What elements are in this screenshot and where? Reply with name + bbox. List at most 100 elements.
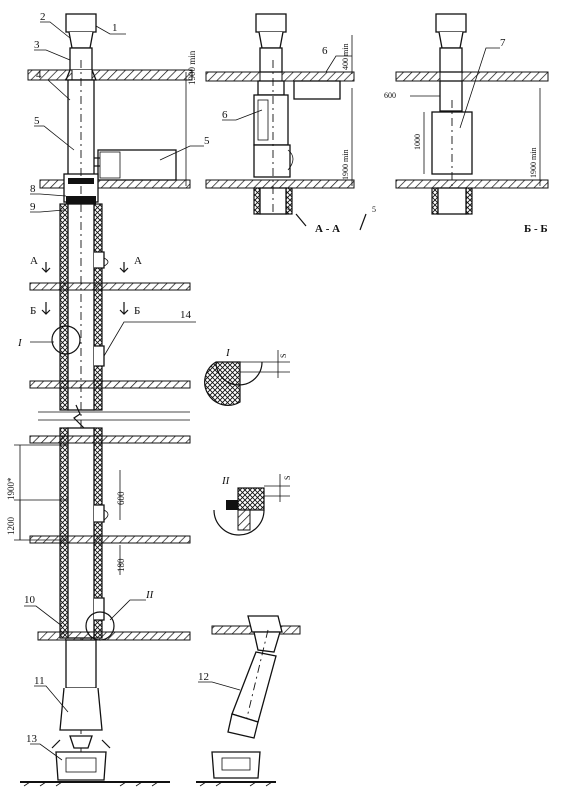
- inlet-14: [94, 345, 105, 367]
- bin-handle-right: [101, 739, 111, 749]
- inlet-a-arc: [103, 257, 109, 267]
- aa-head-taper: [258, 31, 284, 49]
- inlet-bottom: [94, 597, 105, 621]
- leader-5a: [34, 125, 75, 151]
- dim-1900min-a: 1900 min: [187, 50, 197, 85]
- inlet-lower: [94, 504, 105, 523]
- aa-roof-slab-right: [281, 71, 355, 82]
- label-section-a2: А: [134, 255, 142, 267]
- leader-1: [95, 25, 126, 35]
- inclined-chute-12: 12: [196, 615, 301, 787]
- aa-box-6: [293, 80, 341, 100]
- label-1: 1: [112, 22, 118, 34]
- leader-14: [103, 321, 196, 357]
- leader-2: [40, 21, 71, 39]
- leader-6b: [222, 109, 263, 121]
- detail-i-insulation: [204, 361, 241, 406]
- label-aa-right: 5: [372, 205, 376, 214]
- label-section-a1: А: [30, 255, 38, 267]
- label-section-b1: Б: [30, 305, 36, 317]
- aa-chamber: [253, 144, 291, 178]
- label-7: 7: [500, 37, 506, 49]
- attic-slab: [39, 179, 191, 189]
- shaft-wall-left-upper: [59, 203, 69, 411]
- roof-slab-right: [91, 69, 193, 81]
- section-a-arrows: [41, 267, 129, 273]
- ground-slab: [37, 631, 191, 641]
- inclined-head: [247, 615, 283, 633]
- inclined-centerline: [243, 629, 269, 731]
- label-section-aa: А - А: [315, 223, 340, 235]
- waste-bin-13: [55, 751, 107, 781]
- inclined-gate: [227, 713, 259, 739]
- aa-floor-slab: [205, 179, 355, 189]
- dim-1200: 1200: [6, 517, 16, 536]
- bb-wall-right: [465, 187, 473, 215]
- discharge-gate: [69, 735, 93, 749]
- service-box-5: [97, 149, 177, 181]
- aa-upper-pipe: [259, 47, 283, 73]
- detail-ii-hatch: [237, 509, 251, 531]
- aa-roof-slab-left: [205, 71, 261, 82]
- box-connector: [94, 157, 100, 167]
- bb-bore: [437, 187, 467, 215]
- aa-pipe-mid: [257, 80, 285, 96]
- detail-ii-block: [226, 500, 238, 510]
- dim-400min: 400 min: [341, 44, 350, 70]
- label-6b: 6: [222, 109, 228, 121]
- break-zigzag: [73, 404, 85, 429]
- detail-circle-i: [51, 325, 81, 355]
- aa-chamber-arc: [287, 149, 294, 171]
- label-9: 9: [30, 201, 36, 213]
- inclined-neck: [253, 631, 281, 653]
- label-roman-ii-detail: II: [221, 475, 231, 487]
- label-section-bb: Б - Б: [524, 223, 548, 235]
- label-13: 13: [26, 733, 38, 745]
- section-bb-view: 600 1000 1900 min 7 Б - Б: [384, 13, 549, 235]
- section-b-ticks: [45, 302, 125, 314]
- ground-hatch-inclined: [199, 781, 273, 787]
- leader-13: [30, 743, 63, 761]
- dim-600-top: 600: [384, 91, 396, 100]
- dim-600-mid: 600: [116, 491, 126, 505]
- dim-ext-lines-left: [14, 444, 68, 541]
- dim-1900s: 1900*: [6, 477, 16, 500]
- aa-head: [255, 13, 287, 33]
- floor-slab-1: [29, 282, 191, 291]
- leader-10: [24, 605, 63, 627]
- section-b-arrows: [41, 309, 129, 315]
- main-dimensions: 1900 min 1900* 1200 600 180: [6, 50, 197, 575]
- leader-7: [459, 47, 500, 129]
- ground-hatch-main: [23, 781, 159, 787]
- bb-pipe-mid: [439, 80, 463, 112]
- bb-head: [435, 13, 467, 33]
- bb-floor-slab: [395, 179, 549, 189]
- dim-s2: S: [283, 476, 292, 480]
- dim-1900min-b: 1900 min: [341, 150, 350, 180]
- label-8: 8: [30, 183, 36, 195]
- label-6a: 6: [322, 45, 328, 57]
- bb-wall-left: [431, 187, 439, 215]
- label-aa-left: 3: [286, 205, 290, 214]
- aa-cut-left: [295, 213, 307, 227]
- label-3: 3: [34, 39, 40, 51]
- bb-upper-pipe: [439, 47, 463, 73]
- floor-slab-4: [29, 535, 191, 544]
- label-section-b2: Б: [134, 305, 140, 317]
- roof-slab-left: [27, 69, 73, 81]
- label-roman-ii: II: [145, 589, 155, 601]
- label-11: 11: [34, 675, 45, 687]
- bb-roof-slab-right: [461, 71, 549, 82]
- chute-head: [65, 13, 97, 33]
- shaft-bore-lower: [67, 427, 95, 639]
- leader-8: [30, 193, 67, 197]
- bin-handle-left: [51, 739, 61, 749]
- detail-ii-insulation: [237, 487, 265, 511]
- detail-circle-ii: [85, 611, 115, 641]
- bb-head-taper: [438, 31, 464, 49]
- label-roman-i-detail: I: [225, 347, 231, 359]
- section-a-ticks: [45, 262, 125, 272]
- dim-1000: 1000: [413, 134, 422, 150]
